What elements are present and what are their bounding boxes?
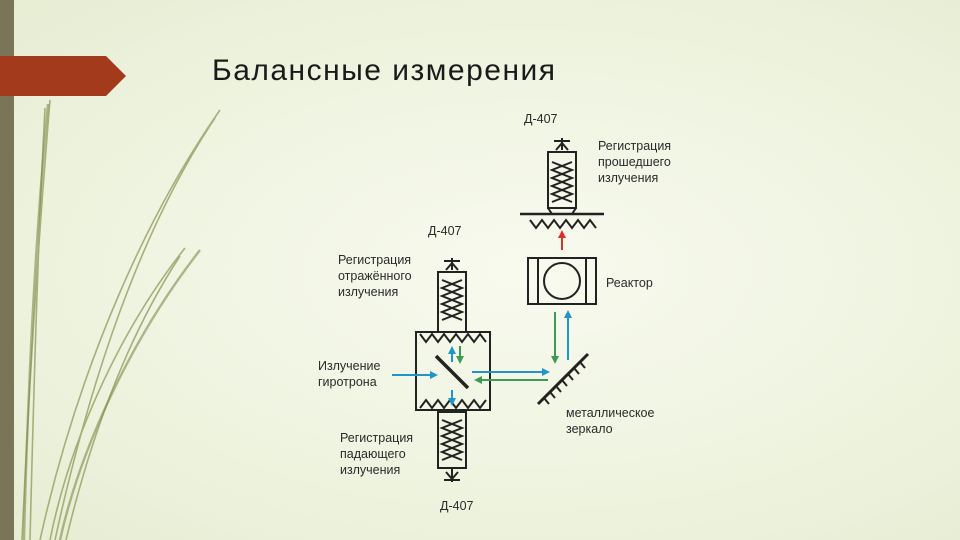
detector-left-label: Д-407	[428, 224, 462, 238]
metal-mirror	[536, 352, 590, 406]
svg-text:падающего: падающего	[340, 447, 406, 461]
mirror-label: металлическое зеркало	[566, 406, 655, 436]
svg-text:Регистрация: Регистрация	[598, 139, 671, 153]
svg-text:гиротрона: гиротрона	[318, 375, 377, 389]
svg-text:Излучение: Излучение	[318, 359, 380, 373]
svg-text:Регистрация: Регистрация	[340, 431, 413, 445]
incident-label: Регистрация падающего излучения	[340, 431, 413, 477]
svg-text:отражённого: отражённого	[338, 269, 412, 283]
detector-bottom	[437, 411, 467, 482]
svg-text:излучения: излучения	[598, 171, 658, 185]
svg-text:зеркало: зеркало	[566, 422, 613, 436]
reflected-label: Регистрация отражённого излучения	[338, 253, 412, 299]
side-strip	[0, 0, 14, 540]
page-title: Балансные измерения	[212, 54, 557, 87]
detector-top-label: Д-407	[524, 112, 558, 126]
detector-bottom-label: Д-407	[440, 499, 474, 513]
svg-text:Регистрация: Регистрация	[338, 253, 411, 267]
detector-left	[437, 258, 467, 333]
svg-text:излучения: излучения	[340, 463, 400, 477]
svg-text:излучения: излучения	[338, 285, 398, 299]
transmitted-label: Регистрация прошедшего излучения	[598, 139, 671, 185]
reactor	[527, 257, 597, 305]
svg-text:прошедшего: прошедшего	[598, 155, 671, 169]
gyrotron-label: Излучение гиротрона	[318, 359, 380, 389]
title-marker	[0, 56, 126, 96]
detector-top	[520, 138, 604, 230]
reactor-label: Реактор	[606, 276, 653, 290]
svg-text:металлическое: металлическое	[566, 406, 655, 420]
